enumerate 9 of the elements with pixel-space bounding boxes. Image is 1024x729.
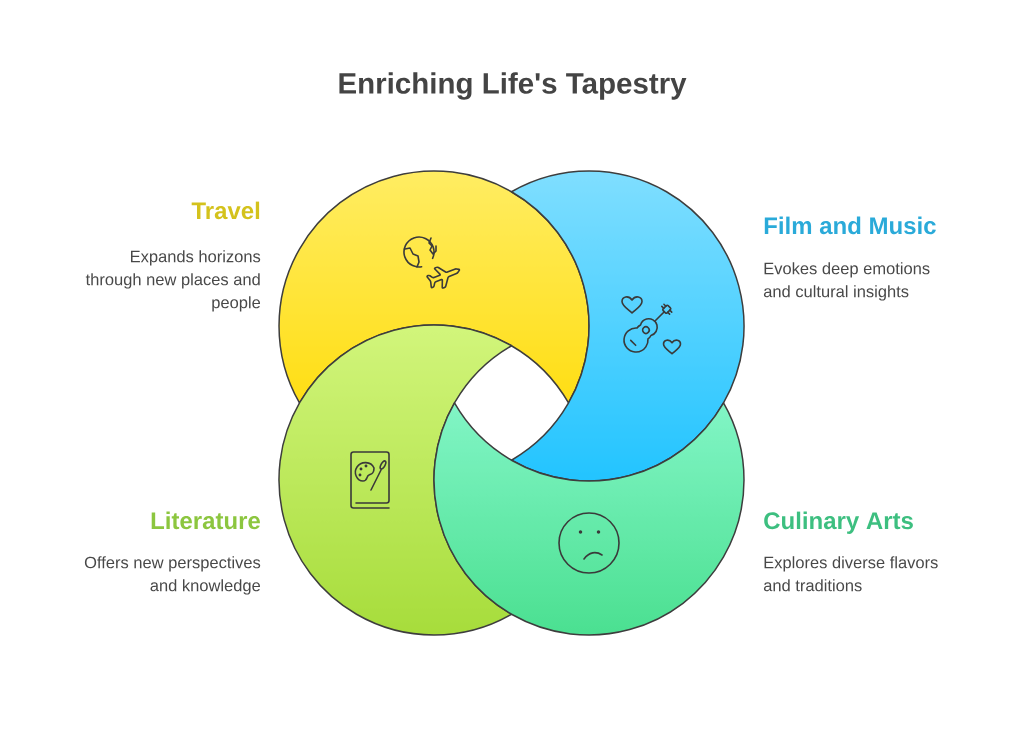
heading: Literature xyxy=(151,511,260,530)
heading: Travel xyxy=(191,201,260,220)
description-text: Expands horizons through new places and people xyxy=(85,250,261,312)
heading: Culinary Arts xyxy=(764,511,913,534)
description-text: Explores diverse flavors and traditions xyxy=(763,556,938,592)
description-text: Evokes deep emotions and cultural insights xyxy=(763,262,930,301)
heading: Film and Music xyxy=(764,216,936,235)
description-text: Offers new perspectives and knowledge xyxy=(84,556,261,595)
title: Enriching Life's Tapestry xyxy=(339,72,687,100)
